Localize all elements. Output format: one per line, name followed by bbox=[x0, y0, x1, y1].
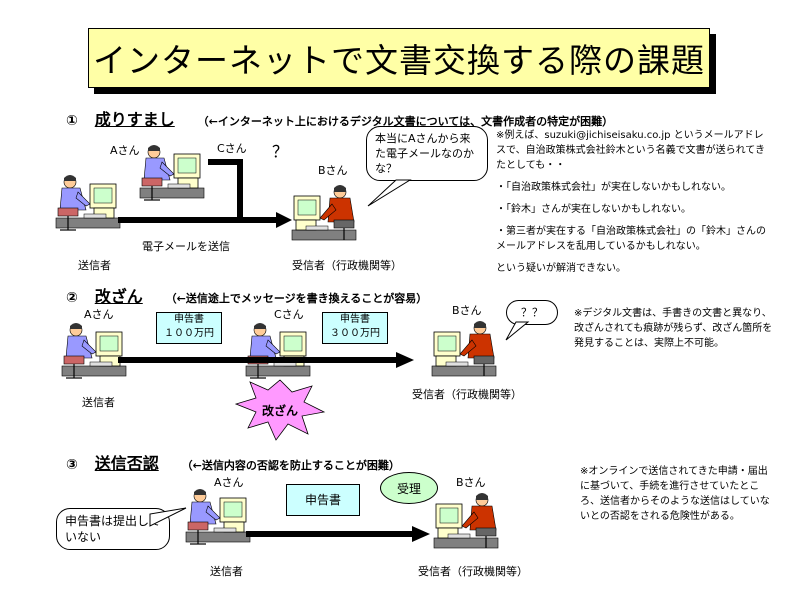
s3-person-b-label: Bさん bbox=[456, 476, 486, 489]
section3-heading: ③ 送信否認 （←送信内容の否認を防止することが困難） bbox=[66, 450, 400, 474]
s3-person-a-label: Aさん bbox=[214, 476, 244, 489]
s2-note: ※デジタル文書は、手書きの文書と異なり、改ざんされても痕跡が残らず、改ざん箇所を… bbox=[574, 308, 773, 349]
s3-note: ※オンラインで送信されてきた申請・届出に基づいて、手続を進行させていたところ、送… bbox=[580, 466, 770, 522]
s3-sender-figure bbox=[185, 488, 251, 545]
s3-document: 申告書 bbox=[286, 484, 360, 516]
s2-doc1-amount: １００万円 bbox=[164, 328, 214, 339]
s2-speech-bubble: ？？ bbox=[506, 300, 558, 325]
s3-receiver-label: 受信者（行政機関等） bbox=[418, 565, 528, 578]
s1-note-4: ・第三者が実在する「自治政策株式会社」の「鈴木」さんのメールアドレスを乱用してい… bbox=[496, 226, 766, 252]
s2-tamper-burst bbox=[234, 379, 326, 441]
s1-note-2: ・「自治政策株式会社」が実在しないかもしれない。 bbox=[496, 182, 731, 193]
s1-arrowhead bbox=[276, 212, 292, 228]
s2-tamper-burst-label: 改ざん bbox=[262, 404, 299, 418]
section1-subtitle: （←インターネット上におけるデジタル文書については、文書作成者の特定が困難） bbox=[197, 115, 614, 128]
s1-note-3: ・「鈴木」さんが実在しないかもしれない。 bbox=[496, 204, 691, 215]
s1-sender-label: 送信者 bbox=[78, 259, 111, 272]
s1-bubble-tail bbox=[367, 179, 412, 207]
section1-number: ① bbox=[66, 113, 78, 129]
s1-receiver-label: 受信者（行政機関等） bbox=[292, 259, 402, 272]
s2-receiver-label: 受信者（行政機関等） bbox=[412, 388, 522, 401]
s1-impostor-figure bbox=[139, 144, 205, 201]
s1-note-5: という疑いが解消できない。 bbox=[496, 263, 626, 274]
section1-name: 成りすまし bbox=[94, 110, 175, 129]
s1-sender-figure bbox=[55, 174, 121, 231]
s1-question-mark: ？ bbox=[272, 142, 289, 161]
section3-name: 送信否認 bbox=[94, 454, 159, 473]
s2-doc2-title: 申告書 bbox=[340, 314, 370, 325]
s2-person-a-label: Aさん bbox=[84, 308, 114, 321]
s2-person-c-label: Cさん bbox=[274, 308, 304, 321]
s2-sender-figure bbox=[61, 322, 127, 379]
section3-subtitle: （←送信内容の否認を防止することが困難） bbox=[181, 459, 400, 472]
s2-document-original: 申告書 １００万円 bbox=[156, 312, 222, 344]
s1-person-b-label: Bさん bbox=[318, 164, 348, 177]
s3-receiver-figure bbox=[433, 492, 499, 549]
s2-person-b-label: Bさん bbox=[452, 304, 482, 317]
s3-accepted-badge: 受理 bbox=[380, 472, 438, 504]
s1-person-c-label: Cさん bbox=[217, 142, 247, 155]
s2-bubble-tail bbox=[505, 321, 530, 341]
s3-arrowhead bbox=[412, 526, 430, 542]
section3-number: ③ bbox=[66, 457, 78, 473]
s2-doc2-amount: ３００万円 bbox=[330, 328, 380, 339]
section2-subtitle: （←送信途上でメッセージを書き換えることが容易） bbox=[165, 292, 428, 305]
section2-name: 改ざん bbox=[94, 287, 143, 306]
s1-note-1: ※例えば、suzuki@jichiseisaku.co.jp というメールアドレ… bbox=[496, 130, 765, 171]
section2-number: ② bbox=[66, 290, 78, 306]
s2-tamper-figure bbox=[245, 322, 311, 379]
section2-heading: ② 改ざん （←送信途上でメッセージを書き換えることが容易） bbox=[66, 283, 427, 307]
s3-bubble-tail bbox=[149, 507, 187, 527]
s2-doc1-title: 申告書 bbox=[174, 314, 204, 325]
s1-person-a-label: Aさん bbox=[110, 144, 140, 157]
s1-receiver-figure bbox=[291, 184, 357, 241]
s2-arrowhead bbox=[396, 352, 414, 368]
s3-sender-label: 送信者 bbox=[210, 565, 243, 578]
s2-document-altered: 申告書 ３００万円 bbox=[322, 312, 388, 344]
page-title: インターネットで文書交換する際の課題 bbox=[88, 28, 710, 88]
s2-sender-label: 送信者 bbox=[82, 396, 115, 409]
s2-receiver-figure bbox=[431, 320, 497, 377]
s1-speech-bubble: 本当にAさんから来た電子メールなのかな？ bbox=[366, 126, 488, 181]
section1-heading: ① 成りすまし （←インターネット上におけるデジタル文書については、文書作成者の… bbox=[66, 106, 613, 130]
s1-arrow-label: 電子メールを送信 bbox=[142, 240, 230, 253]
s1-notes: ※例えば、suzuki@jichiseisaku.co.jp というメールアドレ… bbox=[496, 128, 771, 276]
s1-impostor-path bbox=[208, 159, 243, 220]
